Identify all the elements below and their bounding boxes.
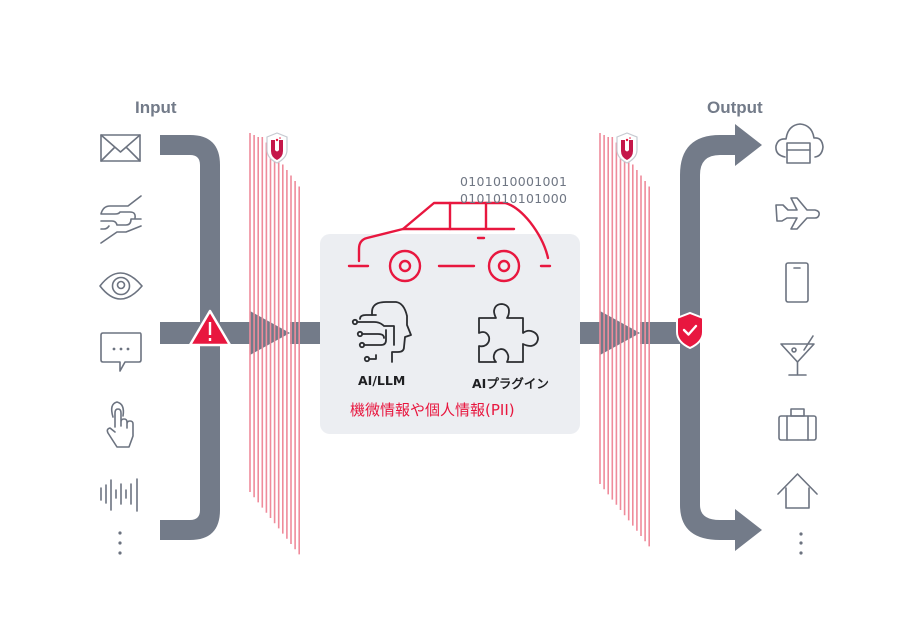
smartphone-icon [785,262,809,303]
ai-llm-label: AI/LLM [358,373,406,388]
touch-icon [106,401,134,448]
home-icon [777,473,818,509]
handshake-icon [100,195,142,244]
ai-plugin-label: AIプラグイン [472,376,549,391]
binary-data-line-2: 0101010101000 [460,191,568,206]
security-shield-logo-left [266,132,288,164]
ai-llm-head-icon [351,301,412,363]
input-label: Input [135,98,177,117]
input-more-dots-icon [118,531,122,555]
security-shield-logo-right [616,132,638,164]
email-icon [100,134,141,162]
output-more-dots-icon [799,532,803,555]
warning-icon [188,309,232,347]
input-pipe [160,135,320,540]
check-shield-icon [676,311,704,350]
cloud-app-icon [775,123,824,164]
output-pipe [680,124,762,551]
output-label: Output [707,98,763,117]
sound-wave-icon [100,478,138,512]
ai-plugin-puzzle-icon [478,303,539,363]
cocktail-icon [780,335,815,376]
airplane-icon [775,197,820,230]
binary-data-line-1: 0101010001001 [460,174,568,189]
firewall-right [599,133,651,547]
eye-icon [99,272,143,300]
pii-label: 機微情報や個人情報(PII) [350,401,515,419]
center-panel [320,234,580,434]
suitcase-icon [778,408,817,441]
firewall-left [249,133,301,555]
chat-bubble-icon [100,332,142,372]
middle-output-arrow [580,311,690,355]
car-icon [347,201,552,283]
